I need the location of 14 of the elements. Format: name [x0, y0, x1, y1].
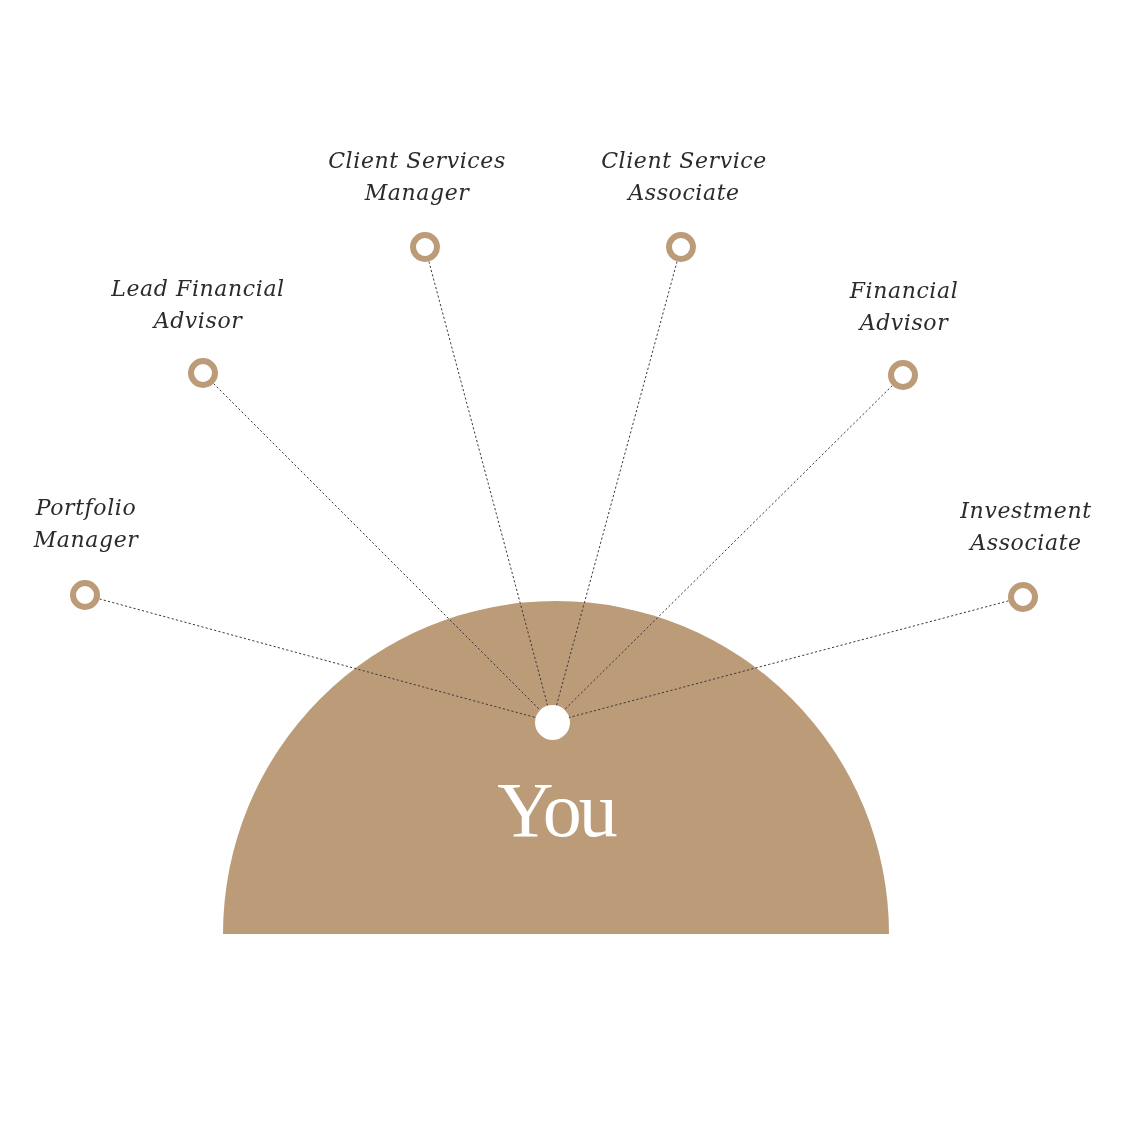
role-label: Portfolio Manager [33, 494, 139, 554]
hub-dot [534, 704, 570, 740]
role-label: Lead Financial Advisor [110, 275, 286, 335]
connector-line [556, 261, 678, 706]
node-label: You [497, 771, 615, 849]
role-label: Client Services Manager [327, 147, 507, 207]
role-label: Investment Associate [960, 497, 1092, 557]
role-label: Financial Advisor [849, 277, 959, 337]
role-label: Client Service Associate [600, 147, 768, 207]
connector-line [428, 261, 548, 706]
connector-line [98, 598, 536, 718]
connector-line [213, 383, 541, 711]
connector-line [563, 385, 893, 711]
connector-line [568, 600, 1009, 718]
